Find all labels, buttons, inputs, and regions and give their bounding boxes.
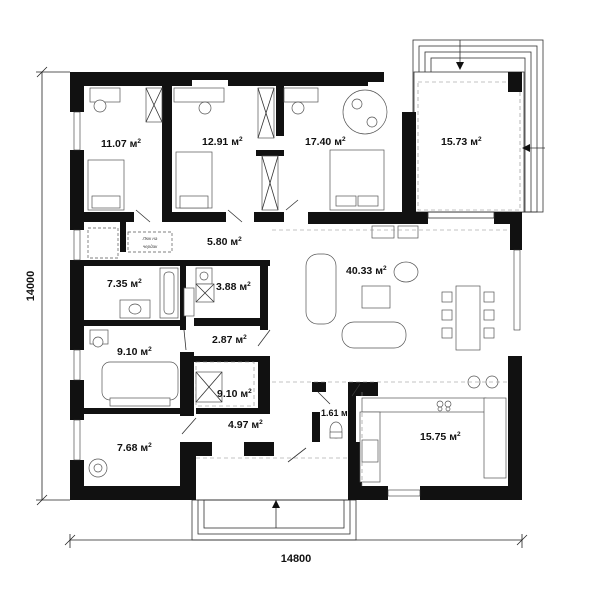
doors xyxy=(135,199,361,463)
attic-hatch-line2: чердак xyxy=(143,244,158,249)
terrace-deck xyxy=(412,39,545,213)
room-label-corridor: 5.80 м2 xyxy=(207,236,242,248)
width-dimension: 14800 xyxy=(64,534,528,565)
room-label-bedroom-1: 11.07 м2 xyxy=(101,138,141,150)
room-label-boiler: 7.68 м2 xyxy=(117,442,152,454)
room-label-laundry: 3.88 м2 xyxy=(216,281,251,293)
room-label-living: 40.33 м2 xyxy=(346,265,387,277)
dashed-lines xyxy=(196,229,508,486)
room-labels: 11.07 м2 12.91 м2 17.40 м2 15.73 м2 5.80… xyxy=(101,136,482,454)
attic-hatch-note: Люк на чердак xyxy=(142,236,159,249)
width-dimension-label: 14800 xyxy=(281,553,312,565)
height-dimension: 14000 xyxy=(25,66,70,506)
interior-walls xyxy=(84,86,378,442)
room-label-study: 9.10 м2 xyxy=(117,346,152,358)
entrance-steps xyxy=(191,499,357,541)
height-dimension-label: 14000 xyxy=(25,271,37,302)
room-label-wc: 1.61 м2 xyxy=(321,407,352,418)
room-label-bedroom-3: 17.40 м2 xyxy=(305,136,346,148)
furniture xyxy=(87,87,507,483)
room-label-entrance: 4.97 м2 xyxy=(228,419,263,431)
room-label-kitchen: 15.75 м2 xyxy=(420,431,461,443)
exterior-walls xyxy=(70,72,522,500)
room-label-bedroom-2: 12.91 м2 xyxy=(202,136,243,148)
room-label-wardrobe: 9.10 м2 xyxy=(217,388,252,400)
attic-hatch-line1: Люк на xyxy=(142,236,158,241)
room-label-bathroom: 7.35 м2 xyxy=(107,278,142,290)
room-label-terrace: 15.73 м2 xyxy=(441,136,482,148)
room-label-hall: 2.87 м2 xyxy=(212,334,247,346)
